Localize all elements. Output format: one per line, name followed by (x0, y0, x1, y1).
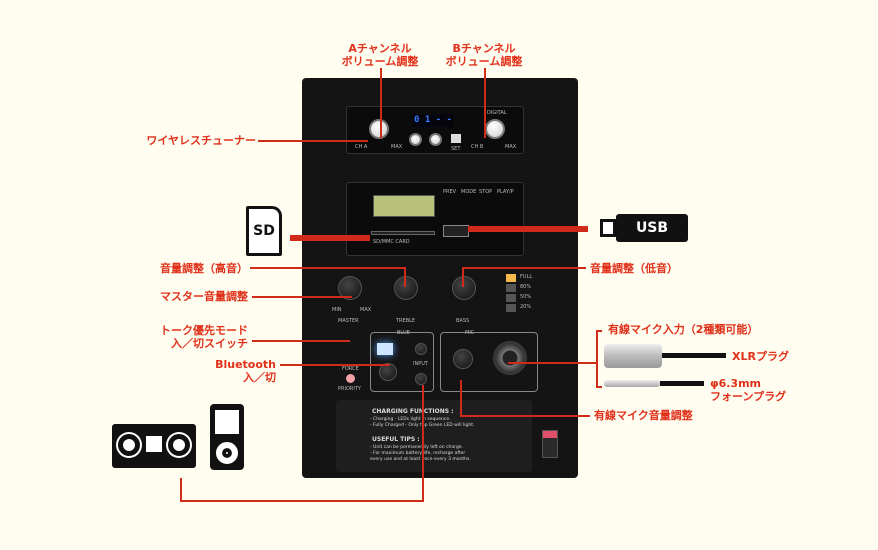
leader-line (462, 267, 586, 269)
bass-knob[interactable] (452, 276, 476, 300)
phone-plug-icon (604, 380, 660, 387)
speaker-panel: 0 1 - - DIGITAL SET CH A MAX CH B MAX SD… (302, 78, 578, 478)
b-volume-knob[interactable] (485, 119, 505, 139)
leader-line (252, 340, 350, 342)
digital-label: DIGITAL (487, 110, 507, 116)
a-volume-label: Aチャンネルボリューム調整 (341, 42, 419, 68)
phone-cable (660, 381, 704, 386)
sd-slot[interactable] (371, 231, 435, 235)
usb-port[interactable] (443, 225, 469, 237)
input-label: INPUT (413, 361, 428, 367)
power-switch[interactable] (542, 430, 558, 458)
wired-mic-volume-label: 有線マイク音量調整 (594, 409, 693, 422)
tuner-button-2[interactable] (429, 133, 442, 146)
leader-line (252, 296, 352, 298)
leader-line (404, 267, 406, 287)
leader-line (460, 380, 462, 416)
charging-title: CHARGING FUNCTIONS : (372, 408, 454, 415)
bass-label: BASS (456, 318, 470, 324)
boombox-icon (112, 424, 196, 468)
channel-display: 0 1 - - (413, 115, 453, 127)
ch-b-label: CH B (471, 144, 484, 150)
set-button[interactable] (451, 134, 461, 143)
leader-line (422, 385, 424, 502)
wireless-tuner-label: ワイヤレスチューナー (146, 134, 256, 147)
media-player-module: SD/MMC CARD PREV MODE STOP PLAY/P (346, 182, 524, 256)
leader-line (460, 415, 590, 417)
sd-card-label: SD/MMC CARD (373, 239, 410, 245)
usb-stick-icon: USB (616, 214, 688, 242)
xlr-cable (662, 353, 726, 358)
play-button[interactable]: PLAY/P (497, 189, 514, 195)
master-min-label: MIN (332, 307, 342, 313)
input-jack-2[interactable] (415, 373, 427, 385)
usb-connector-icon (600, 219, 616, 237)
talk-priority-label: トーク優先モード入／切スイッチ (160, 324, 248, 350)
max-label: MAX (505, 144, 517, 150)
wireless-tuner-module: 0 1 - - DIGITAL SET CH A MAX CH B MAX (346, 106, 524, 154)
treble-label: TREBLE (396, 318, 416, 324)
leader-line (380, 68, 382, 138)
force-label: FORCE (342, 366, 359, 372)
leader-line (250, 267, 404, 269)
music-player-icon (210, 404, 244, 470)
ch-a-label: CH A (355, 144, 368, 150)
bluetooth-module: BLUE INPUT (370, 330, 434, 392)
tips-lines: - Unit can be permanently left on charge… (370, 445, 471, 462)
sd-card-icon: SD (246, 206, 282, 256)
treble-knob[interactable] (394, 276, 418, 300)
treble-label: 音量調整（高音） (160, 262, 248, 275)
priority-button[interactable] (346, 374, 355, 383)
mic-module: MIC (440, 330, 538, 392)
usb-arrow (468, 226, 588, 232)
leader-line (280, 364, 390, 366)
lcd-display (373, 195, 435, 217)
bluetooth-switch[interactable] (377, 343, 393, 355)
prev-button[interactable]: PREV (443, 189, 457, 195)
a-volume-knob[interactable] (369, 119, 389, 139)
mic-label: MIC (465, 330, 475, 336)
combo-jack[interactable] (493, 341, 527, 375)
leader-line (258, 140, 368, 142)
max-label: MAX (391, 144, 403, 150)
tuner-button-1[interactable] (409, 133, 422, 146)
master-max-label: MAX (360, 307, 372, 313)
priority-label: PRIORITY (338, 386, 361, 392)
leader-line (508, 362, 598, 364)
xlr-label: XLRプラグ (732, 350, 789, 363)
usb-text: USB (635, 220, 669, 236)
b-volume-label: Bチャンネルボリューム調整 (445, 42, 523, 68)
bass-label: 音量調整（低音） (590, 262, 678, 275)
battery-20: 20% (520, 304, 532, 310)
set-label: SET (451, 146, 461, 152)
battery-80: 80% (520, 284, 532, 290)
bracket (596, 330, 602, 388)
leader-line (484, 68, 486, 138)
leader-line (462, 267, 464, 287)
leader-line (180, 478, 182, 502)
battery-indicator (506, 274, 516, 314)
sd-arrow (290, 235, 370, 241)
wired-mic-input-label: 有線マイク入力（2種類可能） (608, 323, 759, 336)
mic-volume-knob[interactable] (453, 349, 473, 369)
sd-text: SD (253, 223, 275, 239)
xlr-plug-icon (604, 344, 662, 368)
mode-button[interactable]: MODE (461, 189, 477, 195)
stop-button[interactable]: STOP (479, 189, 493, 195)
master-label: MASTER (338, 318, 359, 324)
tips-title: USEFUL TIPS : (372, 436, 420, 443)
bluetooth-volume-knob[interactable] (379, 363, 397, 381)
input-jack-1[interactable] (415, 343, 427, 355)
master-label: マスター音量調整 (160, 290, 248, 303)
battery-50: 50% (520, 294, 532, 300)
info-plate: CHARGING FUNCTIONS : - Charging - LEDs l… (336, 400, 532, 472)
bt-label: BLUE (397, 330, 410, 336)
leader-line (180, 500, 424, 502)
battery-full: FULL (520, 274, 533, 280)
